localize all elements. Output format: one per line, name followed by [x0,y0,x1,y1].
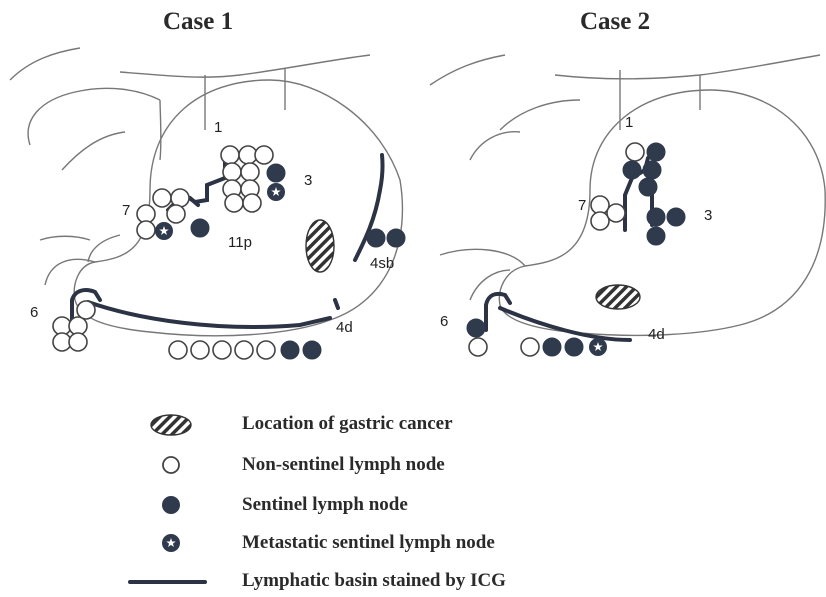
case1-station-11p: 11p [228,234,252,251]
case1-tumor-location [306,220,334,272]
case1-station-7: 7 [122,202,130,219]
case1-station-1: 1 [214,119,222,136]
star-circle-icon [162,534,180,552]
case2-station-1: 1 [625,114,633,131]
case2-station-6: 6 [440,313,448,330]
case1-station-3: 3 [304,172,312,189]
case2-non-sentinel-nodes [469,143,644,356]
case2-tumor-location [596,285,640,309]
case2-station-4d: 4d [648,326,665,343]
case2-diagram: 1 3 7 6 4d [430,55,825,356]
case2-station-3: 3 [704,207,712,224]
legend-label-cancer: Location of gastric cancer [242,413,453,435]
case2-station-7: 7 [578,197,586,214]
legend-label-metastatic: Metastatic sentinel lymph node [242,532,495,554]
case1-station-6: 6 [30,304,38,321]
case1-station-4sb: 4sb [370,255,394,272]
open-circle-icon [163,457,179,473]
legend-symbols [130,415,205,582]
legend-label-sentinel: Sentinel lymph node [242,494,408,516]
hatched-oval-icon [151,415,191,435]
case2-basin-lines [486,158,652,340]
case1-station-4d: 4d [336,319,353,336]
case2-sentinel-nodes [467,143,685,356]
legend-label-non-sentinel: Non-sentinel lymph node [242,454,445,476]
case2-metastatic-nodes [589,338,607,356]
legend-label-basin: Lymphatic basin stained by ICG [242,570,506,592]
case1-diagram: 1 3 7 11p 4sb 6 4d [10,48,405,359]
filled-circle-icon [162,496,180,514]
